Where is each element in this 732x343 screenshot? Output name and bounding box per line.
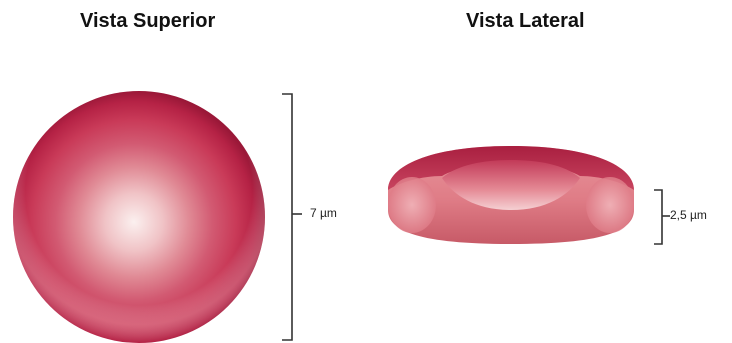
- thickness-bracket: [654, 190, 670, 244]
- diameter-bracket: [282, 94, 302, 340]
- red-blood-cell-side-view: [388, 146, 634, 244]
- thickness-label: 2,5 µm: [670, 208, 707, 222]
- red-blood-cell-top-view: [13, 91, 265, 343]
- diameter-label: 7 µm: [310, 206, 337, 220]
